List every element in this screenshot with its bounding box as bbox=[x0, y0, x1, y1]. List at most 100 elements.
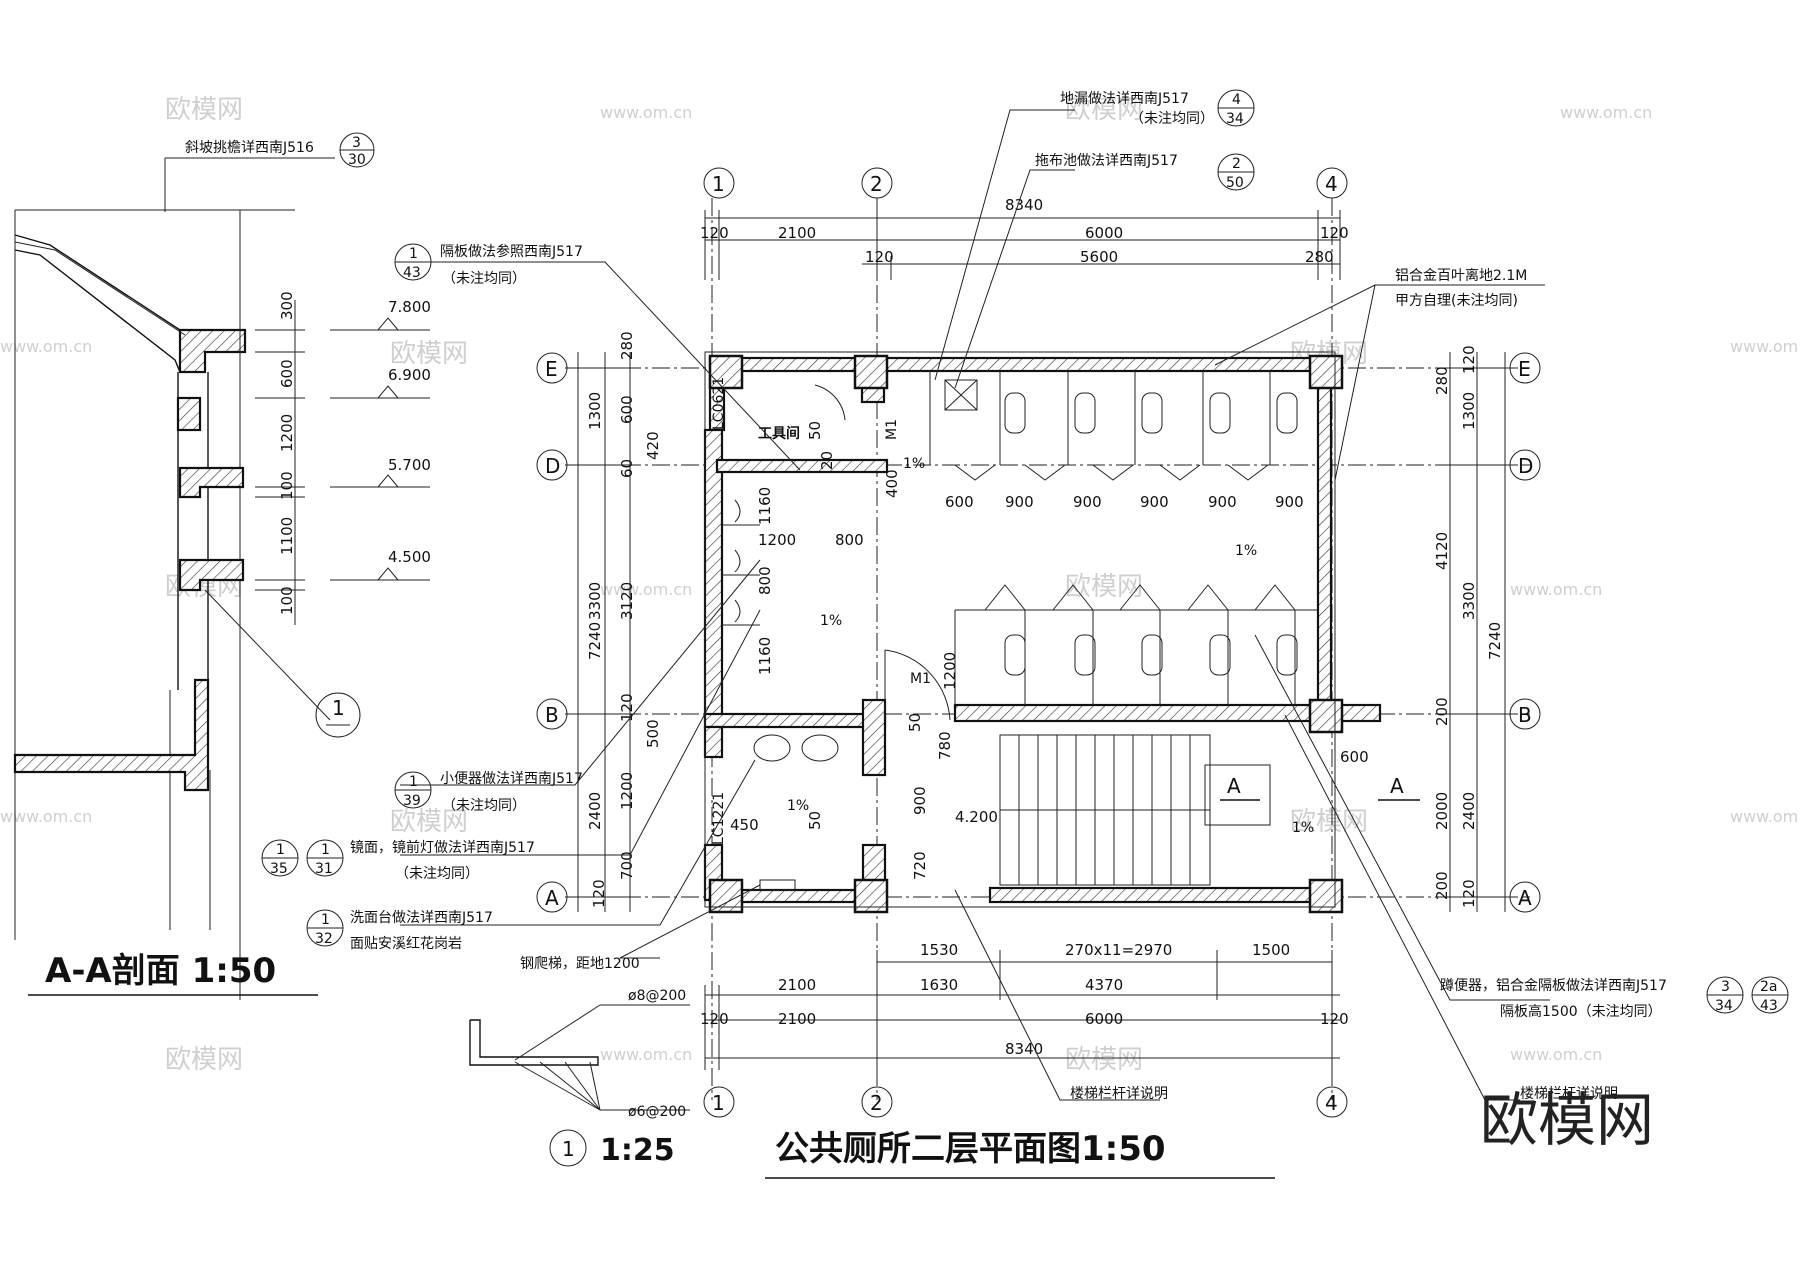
section-dim: 100 bbox=[278, 586, 296, 615]
ref-bottom: 39 bbox=[403, 793, 421, 809]
watermark-url: www.om.cn bbox=[1730, 807, 1800, 826]
axis-bubble-left bbox=[536, 449, 568, 481]
dim-top: 5600 bbox=[1080, 248, 1118, 266]
building-outline bbox=[704, 351, 1336, 908]
axis-bubble-top bbox=[703, 167, 735, 199]
dim-top-total: 8340 bbox=[1005, 196, 1043, 214]
ref-top: 1 bbox=[409, 246, 418, 262]
axis-label-left: E bbox=[545, 357, 558, 381]
ref-top: 3 bbox=[1721, 979, 1730, 995]
note-louver: 铝合金百叶离地2.1M bbox=[1395, 267, 1527, 284]
inner-dim: 450 bbox=[730, 816, 759, 834]
dim-right-mid: 1300 bbox=[1460, 392, 1478, 430]
ref-bottom: 43 bbox=[403, 265, 421, 281]
stalls-bottom bbox=[954, 584, 1318, 705]
ref-bottom: 31 bbox=[315, 861, 333, 877]
dim-right-mid: 120 bbox=[1460, 345, 1478, 374]
dim-right-mid: 3300 bbox=[1460, 582, 1478, 620]
ref-top: 1 bbox=[321, 842, 330, 858]
watermark-url: www.om.cn bbox=[1510, 580, 1602, 599]
elevation-label: 5.700 bbox=[388, 456, 431, 474]
section-dim: 1100 bbox=[278, 517, 296, 555]
dims-right bbox=[1440, 352, 1515, 912]
note-washbasin-sub: 面贴安溪红花岗岩 bbox=[350, 936, 462, 952]
slope-label: 1% bbox=[1292, 820, 1314, 836]
watermark-url: www.om.cn bbox=[1510, 1045, 1602, 1064]
elevation-label: 6.900 bbox=[388, 366, 431, 384]
inner-dim: 900 bbox=[1140, 493, 1169, 511]
urinals bbox=[722, 499, 760, 626]
ladder bbox=[759, 879, 796, 891]
watermark-brand: 欧模网 bbox=[390, 339, 468, 369]
inner-dim: 800 bbox=[835, 531, 864, 549]
axis-label-bottom: 2 bbox=[870, 1091, 883, 1115]
note-louver-sub: 甲方自理(未注均同) bbox=[1395, 293, 1518, 309]
elev-4200: 4.200 bbox=[955, 808, 998, 826]
detail-1: ø8@200 ø6@200 1 1:25 bbox=[469, 988, 690, 1168]
axis-label-bottom: 4 bbox=[1325, 1091, 1338, 1115]
ref-bottom: 43 bbox=[1760, 998, 1778, 1014]
sill-lower bbox=[178, 558, 245, 592]
leader-line bbox=[204, 589, 331, 721]
inner-dim: 50 bbox=[906, 713, 924, 732]
dim-left-mid: 2400 bbox=[586, 792, 604, 830]
door-swing bbox=[814, 384, 846, 421]
note-sub: （未注均同） bbox=[442, 798, 526, 814]
dim-bottom: 2100 bbox=[778, 1010, 816, 1028]
dim-bottom-total: 8340 bbox=[1005, 1040, 1043, 1058]
leader-lines bbox=[400, 109, 1550, 1101]
axis-label-left: B bbox=[545, 703, 559, 727]
washbasin bbox=[753, 734, 791, 762]
dim-right-mid: 2400 bbox=[1460, 792, 1478, 830]
window-label: LC0621 bbox=[711, 377, 727, 430]
section-dim: 300 bbox=[278, 291, 296, 320]
dim-left-mid: 3300 bbox=[586, 582, 604, 620]
watermark-brand: 欧模网 bbox=[165, 1045, 243, 1075]
floor-plan: 1 2 4 1 2 4 E D B A E D B A bbox=[261, 89, 1789, 1179]
watermark-brand: 欧模网 bbox=[1065, 95, 1143, 125]
inner-dim: 720 bbox=[911, 851, 929, 880]
tool-room-label: 工具间 bbox=[758, 425, 800, 442]
axis-label-left: A bbox=[545, 886, 559, 910]
inner-dim: 900 bbox=[1005, 493, 1034, 511]
roof-slope-line bbox=[14, 241, 186, 336]
dim-left-outer: 7240 bbox=[586, 622, 604, 660]
note-mop-sink: 拖布池做法详西南J517 bbox=[1035, 153, 1178, 169]
dim-bottom: 1530 bbox=[920, 941, 958, 959]
axis-bubble-bottom bbox=[861, 1086, 893, 1118]
inner-dim: 600 bbox=[1340, 748, 1369, 766]
dim-bottom: 120 bbox=[1320, 1010, 1349, 1028]
axis-label-right: A bbox=[1518, 886, 1532, 910]
detail-number-circle bbox=[549, 1129, 587, 1167]
ref-top: 1 bbox=[276, 842, 285, 858]
detail-outline bbox=[469, 1019, 599, 1066]
note-squat-sub: 隔板高1500（未注均同） bbox=[1500, 1003, 1662, 1020]
watermark-url: www.om.cn bbox=[0, 337, 92, 356]
note-sub: （未注均同） bbox=[1130, 111, 1214, 127]
watermark-url: www.om.cn bbox=[600, 103, 692, 122]
inner-dim: 900 bbox=[911, 786, 929, 815]
note-sub: （未注均同） bbox=[442, 271, 526, 287]
eave-beam bbox=[178, 328, 247, 374]
watermark-brand: 欧模网 bbox=[1065, 572, 1143, 602]
dim-top: 120 bbox=[1320, 224, 1349, 242]
section-aa: 300 600 1200 100 1100 100 7.800 6.900 5.… bbox=[13, 132, 431, 1000]
section-mark-label: A bbox=[1390, 774, 1404, 798]
dim-bottom: 4370 bbox=[1085, 976, 1123, 994]
floor-slab bbox=[13, 678, 210, 792]
axis-bubble-left bbox=[536, 698, 568, 730]
dim-right-outer: 7240 bbox=[1486, 622, 1504, 660]
dim-bottom: 6000 bbox=[1085, 1010, 1123, 1028]
rebar-bottom: ø6@200 bbox=[628, 1104, 686, 1120]
axis-label-bottom: 1 bbox=[712, 1091, 725, 1115]
inner-dim: 50 bbox=[806, 811, 824, 830]
dim-right-mid: 120 bbox=[1460, 879, 1478, 908]
ref-top: 1 bbox=[409, 774, 418, 790]
watermark-brand: 欧模网 bbox=[165, 95, 243, 125]
note-floor-drain: 地漏做法详西南J517 bbox=[1060, 91, 1189, 107]
section-mark-label: A bbox=[1227, 774, 1241, 798]
dim-left-inner: 500 bbox=[644, 719, 662, 748]
washbasin bbox=[801, 734, 839, 762]
note-stair-rail: 楼梯栏杆详说明 bbox=[1070, 1086, 1168, 1102]
